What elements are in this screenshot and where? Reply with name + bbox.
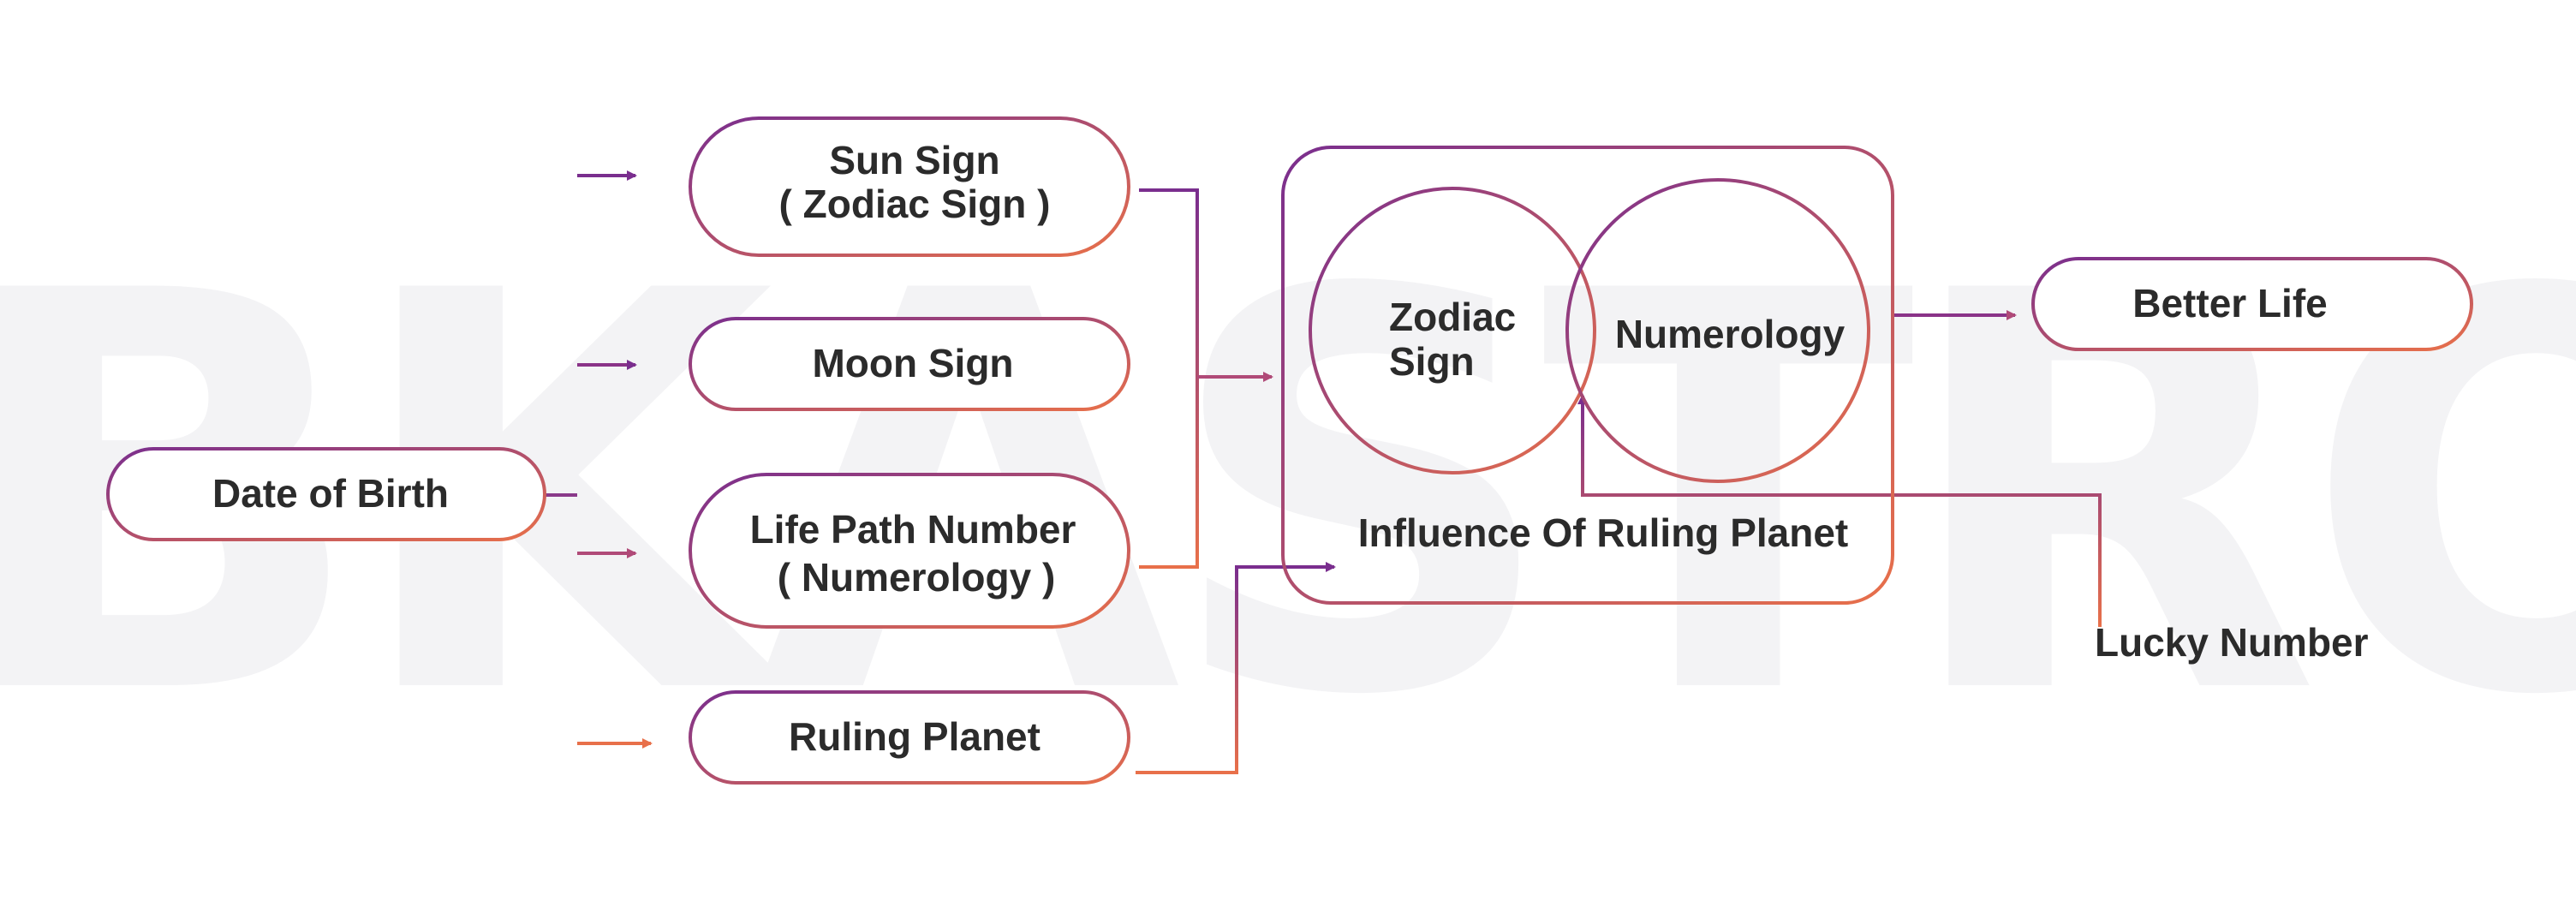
node-influence-container: Zodiac Sign Numerology Influence Of Ruli… (1281, 146, 1894, 605)
sun-sign-label: Sun Sign (829, 138, 999, 182)
numerology-label: Numerology (1615, 312, 1846, 356)
node-sun-sign: Sun Sign ( Zodiac Sign ) (689, 116, 1130, 257)
better-life-label: Better Life (2132, 281, 2327, 325)
node-moon-sign: Moon Sign (689, 317, 1130, 411)
zodiac-sign-sublabel: Sign (1389, 339, 1475, 384)
life-path-label: Life Path Number (750, 507, 1076, 552)
moon-sign-label: Moon Sign (812, 341, 1013, 385)
connectors-output (1577, 310, 2102, 627)
numerology-circle (1565, 178, 1870, 483)
zodiac-circle (1309, 187, 1596, 474)
node-better-life: Better Life (2031, 257, 2473, 351)
zodiac-sign-label: Zodiac (1389, 295, 1516, 339)
lucky-number-label: Lucky Number (2095, 620, 2369, 665)
life-path-sublabel: ( Numerology ) (778, 555, 1056, 600)
node-date-of-birth: Date of Birth (106, 447, 546, 541)
connectors-birth (545, 170, 653, 749)
node-life-path-number: Life Path Number ( Numerology ) (689, 473, 1130, 629)
sun-sign-sublabel: ( Zodiac Sign ) (779, 182, 1051, 226)
ruling-planet-label: Ruling Planet (789, 714, 1041, 759)
influence-label: Influence Of Ruling Planet (1358, 510, 1848, 555)
node-ruling-planet: Ruling Planet (689, 690, 1130, 785)
date-of-birth-label: Date of Birth (212, 471, 449, 516)
